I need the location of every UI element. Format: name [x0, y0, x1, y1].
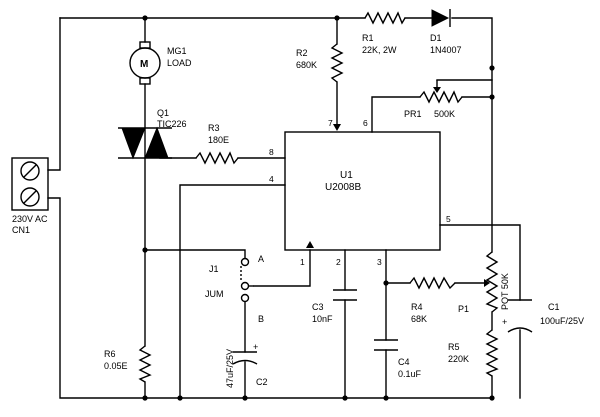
ic-u1: U1 U2008B 7 6 8 4 5 1 2 3 [269, 118, 451, 267]
r5-value-label: 220K [448, 354, 469, 364]
capacitor-c3: C3 10nF [312, 289, 357, 324]
c3-value-label: 10nF [312, 314, 333, 324]
jumper-j1: A J1 JUM B [205, 254, 264, 324]
d1-ref-label: D1 [430, 33, 442, 43]
r6-ref-label: R6 [104, 349, 116, 359]
resistor-r4: R4 68K [409, 276, 456, 324]
c4-ref-label: C4 [398, 357, 410, 367]
jum-label: JUM [205, 289, 224, 299]
r3-ref-label: R3 [208, 123, 220, 133]
capacitor-c1: + C1 100uF/25V [502, 299, 584, 333]
resistor-r2: R2 680K [296, 43, 344, 83]
d1-value-label: 1N4007 [430, 45, 462, 55]
capacitor-c2: + 47uF/25V C2 [225, 342, 268, 388]
triac-q1: Q1 TIC226 [118, 108, 187, 160]
pot-value-label: POT 50K [500, 273, 510, 310]
pr1-value-label: 500K [434, 109, 455, 119]
resistor-r1: R1 22K, 2W [362, 11, 406, 55]
r1-value-label: 22K, 2W [362, 45, 397, 55]
q1-value-label: TIC226 [157, 119, 187, 129]
c2-ref-label: C2 [256, 377, 268, 387]
r1-ref-label: R1 [362, 33, 374, 43]
r3-value-label: 180E [208, 135, 229, 145]
pin-7-label: 7 [328, 118, 333, 128]
capacitor-c4: C4 0.1uF [374, 339, 422, 379]
wires [47, 17, 521, 399]
jumper-a-label: A [258, 254, 264, 264]
diode-d1: D1 1N4007 [430, 9, 462, 55]
c1-ref-label: C1 [548, 302, 560, 312]
u1-ref-label: U1 [340, 170, 353, 181]
resistor-r3: R3 180E [195, 123, 239, 165]
jumper-b-label: B [258, 314, 264, 324]
r4-value-label: 68K [411, 314, 427, 324]
pin-5-label: 5 [446, 214, 451, 224]
potentiometer-p1: P1 POT 50K [458, 251, 510, 314]
junctions [142, 15, 495, 401]
motor-mg1: M MG1 LOAD [129, 41, 192, 85]
r6-value-label: 0.05E [104, 361, 128, 371]
r2-value-label: 680K [296, 60, 317, 70]
cn1-voltage-label: 230V AC [12, 214, 48, 224]
preset-pr1: PR1 500K [404, 80, 463, 119]
pr1-ref-label: PR1 [404, 109, 422, 119]
pin-3-label: 3 [377, 257, 382, 267]
j1-ref-label: J1 [209, 264, 219, 274]
pin-8-label: 8 [269, 147, 274, 157]
r4-ref-label: R4 [411, 302, 423, 312]
c3-ref-label: C3 [312, 302, 324, 312]
pin-1-label: 1 [300, 257, 305, 267]
motor-glyph: M [140, 59, 148, 70]
c1-plus-label: + [502, 317, 507, 327]
mg1-value-label: LOAD [167, 58, 192, 68]
cn1-ref-label: CN1 [12, 225, 30, 235]
c2-value-label: 47uF/25V [225, 349, 235, 388]
c1-value-label: 100uF/25V [540, 316, 584, 326]
pin-2-label: 2 [336, 257, 341, 267]
r5-ref-label: R5 [448, 342, 460, 352]
r2-ref-label: R2 [296, 48, 308, 58]
resistor-r5: R5 220K [448, 329, 499, 377]
resistor-r6: R6 0.05E [104, 345, 152, 383]
p1-ref-label: P1 [458, 304, 469, 314]
c2-plus-label: + [253, 342, 258, 352]
c4-value-label: 0.1uF [398, 369, 422, 379]
pin-6-label: 6 [363, 118, 368, 128]
connector-cn1: 230V AC CN1 [11, 157, 49, 235]
pin-4-label: 4 [269, 174, 274, 184]
mg1-ref-label: MG1 [167, 46, 187, 56]
u1-value-label: U2008B [325, 182, 361, 193]
q1-ref-label: Q1 [157, 108, 169, 118]
